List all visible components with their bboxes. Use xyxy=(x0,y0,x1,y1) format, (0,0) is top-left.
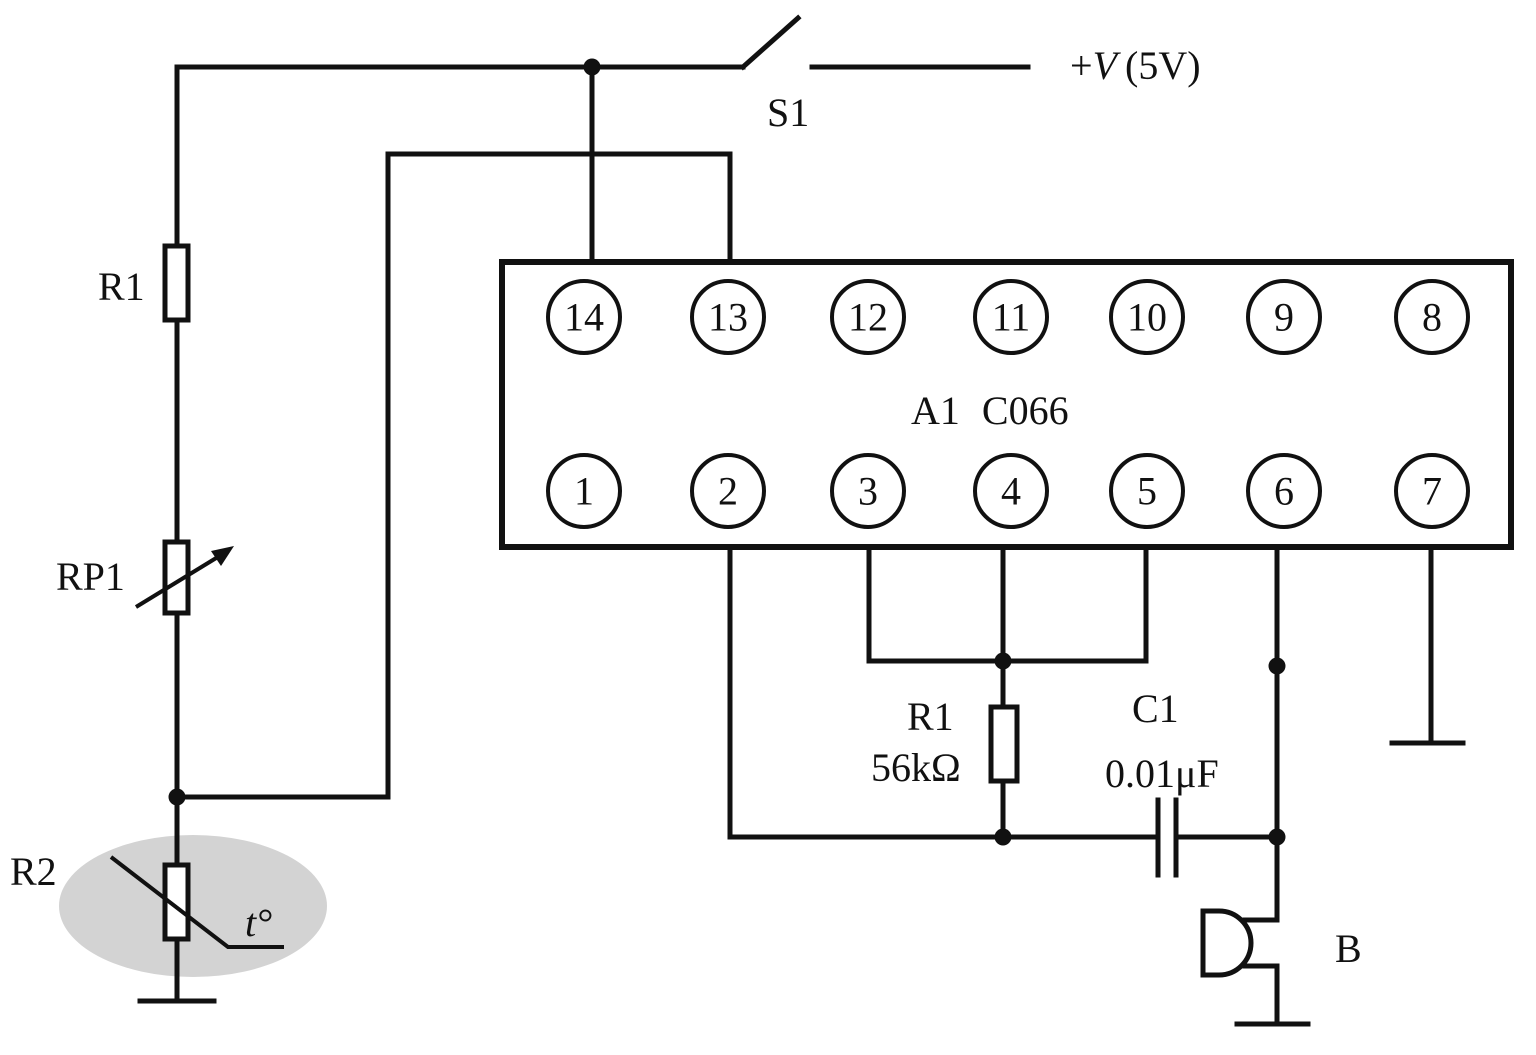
buzzer-label: B xyxy=(1335,926,1362,971)
resistor-r1-left-label: R1 xyxy=(98,264,145,309)
resistor-r1-bottom xyxy=(988,704,1020,784)
ic-pin-circle xyxy=(1109,279,1185,355)
resistor-r1-bottom-label: R1 xyxy=(907,694,954,739)
ic-pin-circle xyxy=(973,453,1049,529)
ic-pin: 9 xyxy=(1246,279,1322,355)
ic-pin-circle xyxy=(1246,453,1322,529)
junctions xyxy=(168,58,1286,846)
supply-label: +V(5V) xyxy=(1070,43,1201,88)
capacitor-label: C1 xyxy=(1132,686,1179,731)
ic-pin: 6 xyxy=(1246,453,1322,529)
ic-pin-circle xyxy=(830,279,906,355)
bottom-pin-row: 1 2 3 4 5 6 7 xyxy=(546,453,1470,529)
ic-pin-number: 14 xyxy=(564,295,604,340)
potentiometer-rp1 xyxy=(134,539,234,616)
ic-pin-circle xyxy=(1394,453,1470,529)
ic-pin: 8 xyxy=(1394,279,1470,355)
ic-pin-circle xyxy=(973,279,1049,355)
ic-pin-number: 6 xyxy=(1274,469,1294,514)
ic-pin: 5 xyxy=(1109,453,1185,529)
ic-pin-number: 3 xyxy=(858,469,878,514)
buzzer-b xyxy=(1200,908,1254,978)
ic-pin-number: 11 xyxy=(992,295,1031,340)
ic-pin-number: 2 xyxy=(718,469,738,514)
ic-pin-number: 4 xyxy=(1001,469,1021,514)
potentiometer-label: RP1 xyxy=(56,554,125,599)
switch-label: S1 xyxy=(767,90,809,135)
ic-pin-circle xyxy=(1394,279,1470,355)
ic-pin: 11 xyxy=(973,279,1049,355)
ic-pin-number: 5 xyxy=(1137,469,1157,514)
ic-pin: 7 xyxy=(1394,453,1470,529)
ic-pin-number: 12 xyxy=(848,295,888,340)
ic-pin-number: 8 xyxy=(1422,295,1442,340)
ic-pin-circle xyxy=(690,279,766,355)
ic-pin-number: 13 xyxy=(708,295,748,340)
ic-pin: 3 xyxy=(830,453,906,529)
ic-pin: 1 xyxy=(546,453,622,529)
ic-pin-circle xyxy=(690,453,766,529)
ic-pin: 2 xyxy=(690,453,766,529)
ic-pin-circle xyxy=(830,453,906,529)
ic-pin-number: 1 xyxy=(574,469,594,514)
ic-pin: 10 xyxy=(1109,279,1185,355)
ic-pin-number: 9 xyxy=(1274,295,1294,340)
thermistor-label: R2 xyxy=(10,849,57,894)
ic-pin-number: 7 xyxy=(1422,469,1442,514)
wires xyxy=(174,14,1434,1027)
capacitor-value: 0.01μF xyxy=(1105,751,1219,796)
resistor-r1-left xyxy=(162,243,191,323)
ic-pin-circle xyxy=(546,453,622,529)
ic-pin: 12 xyxy=(830,279,906,355)
capacitor-c1 xyxy=(1155,797,1179,878)
ic-pin-circle xyxy=(546,279,622,355)
thermistor-highlight xyxy=(59,835,327,977)
ic-pin: 4 xyxy=(973,453,1049,529)
ic-pin: 14 xyxy=(546,279,622,355)
ic-pin-number: 10 xyxy=(1127,295,1167,340)
ic-pin: 13 xyxy=(690,279,766,355)
top-pin-row: 14 13 12 11 10 9 8 xyxy=(546,279,1470,355)
ic-pin-circle xyxy=(1109,453,1185,529)
thermistor-r2 xyxy=(109,855,284,949)
ic-pin-circle xyxy=(1246,279,1322,355)
resistor-r1-bottom-value: 56kΩ xyxy=(871,745,961,790)
thermistor-temp-symbol: t° xyxy=(245,900,272,945)
